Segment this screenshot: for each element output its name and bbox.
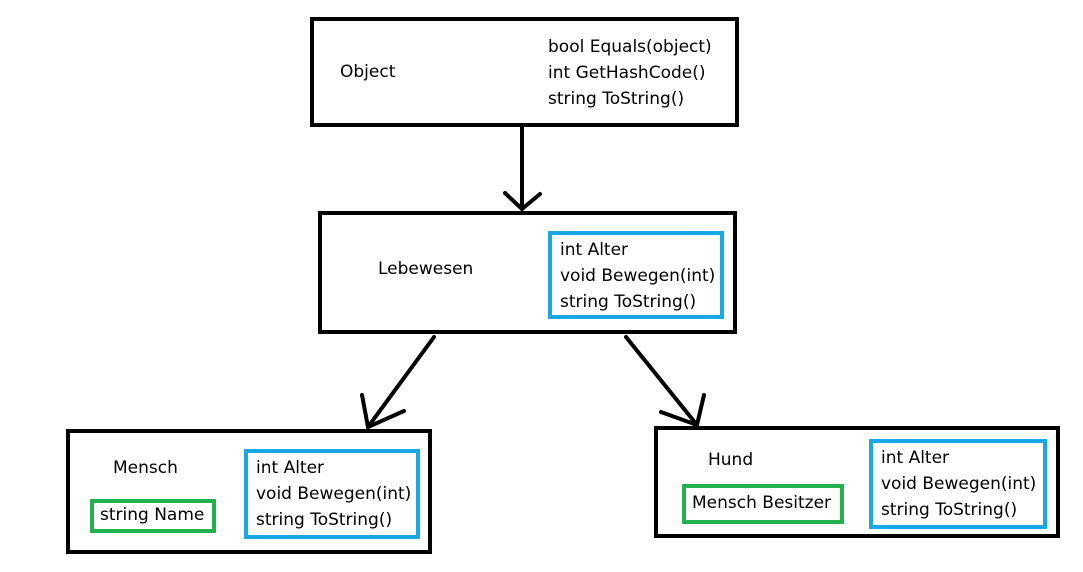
arrow-lebewesen-to-mensch <box>360 335 436 430</box>
hund-own-field-label: Mensch Besitzer <box>692 493 832 513</box>
mensch-class-name: Mensch <box>113 458 178 478</box>
hund-member: string ToString() <box>881 500 1018 520</box>
object-member: int GetHashCode() <box>548 63 706 83</box>
mensch-own-field: string Name <box>90 499 216 533</box>
hund-class-name: Hund <box>708 450 754 470</box>
hund-inherited-members: int Alter void Bewegen(int) string ToStr… <box>869 439 1047 529</box>
mensch-own-field-label: string Name <box>100 505 205 525</box>
lebewesen-member: void Bewegen(int) <box>560 266 716 286</box>
lebewesen-class-box: Lebewesen int Alter void Bewegen(int) st… <box>318 211 737 334</box>
arrow-object-to-lebewesen <box>503 125 542 212</box>
lebewesen-class-name: Lebewesen <box>378 259 474 279</box>
object-member: bool Equals(object) <box>548 37 712 57</box>
object-class-name: Object <box>340 62 396 82</box>
mensch-member: int Alter <box>256 458 325 478</box>
arrow-lebewesen-to-hund <box>624 335 706 428</box>
hund-member: int Alter <box>881 448 950 468</box>
mensch-inherited-members: int Alter void Bewegen(int) string ToStr… <box>244 449 420 539</box>
hund-class-box: Hund Mensch Besitzer int Alter void Bewe… <box>654 426 1060 538</box>
mensch-member: string ToString() <box>256 510 393 530</box>
object-members: bool Equals(object) int GetHashCode() st… <box>548 34 712 112</box>
lebewesen-inherited-members: int Alter void Bewegen(int) string ToStr… <box>548 231 724 319</box>
hund-own-field: Mensch Besitzer <box>682 484 844 524</box>
mensch-member: void Bewegen(int) <box>256 484 412 504</box>
object-class-box: Object bool Equals(object) int GetHashCo… <box>310 17 739 127</box>
mensch-class-box: Mensch string Name int Alter void Bewege… <box>66 429 432 554</box>
lebewesen-member: int Alter <box>560 240 629 260</box>
object-member: string ToString() <box>548 89 685 109</box>
lebewesen-member: string ToString() <box>560 292 697 312</box>
hund-member: void Bewegen(int) <box>881 474 1037 494</box>
